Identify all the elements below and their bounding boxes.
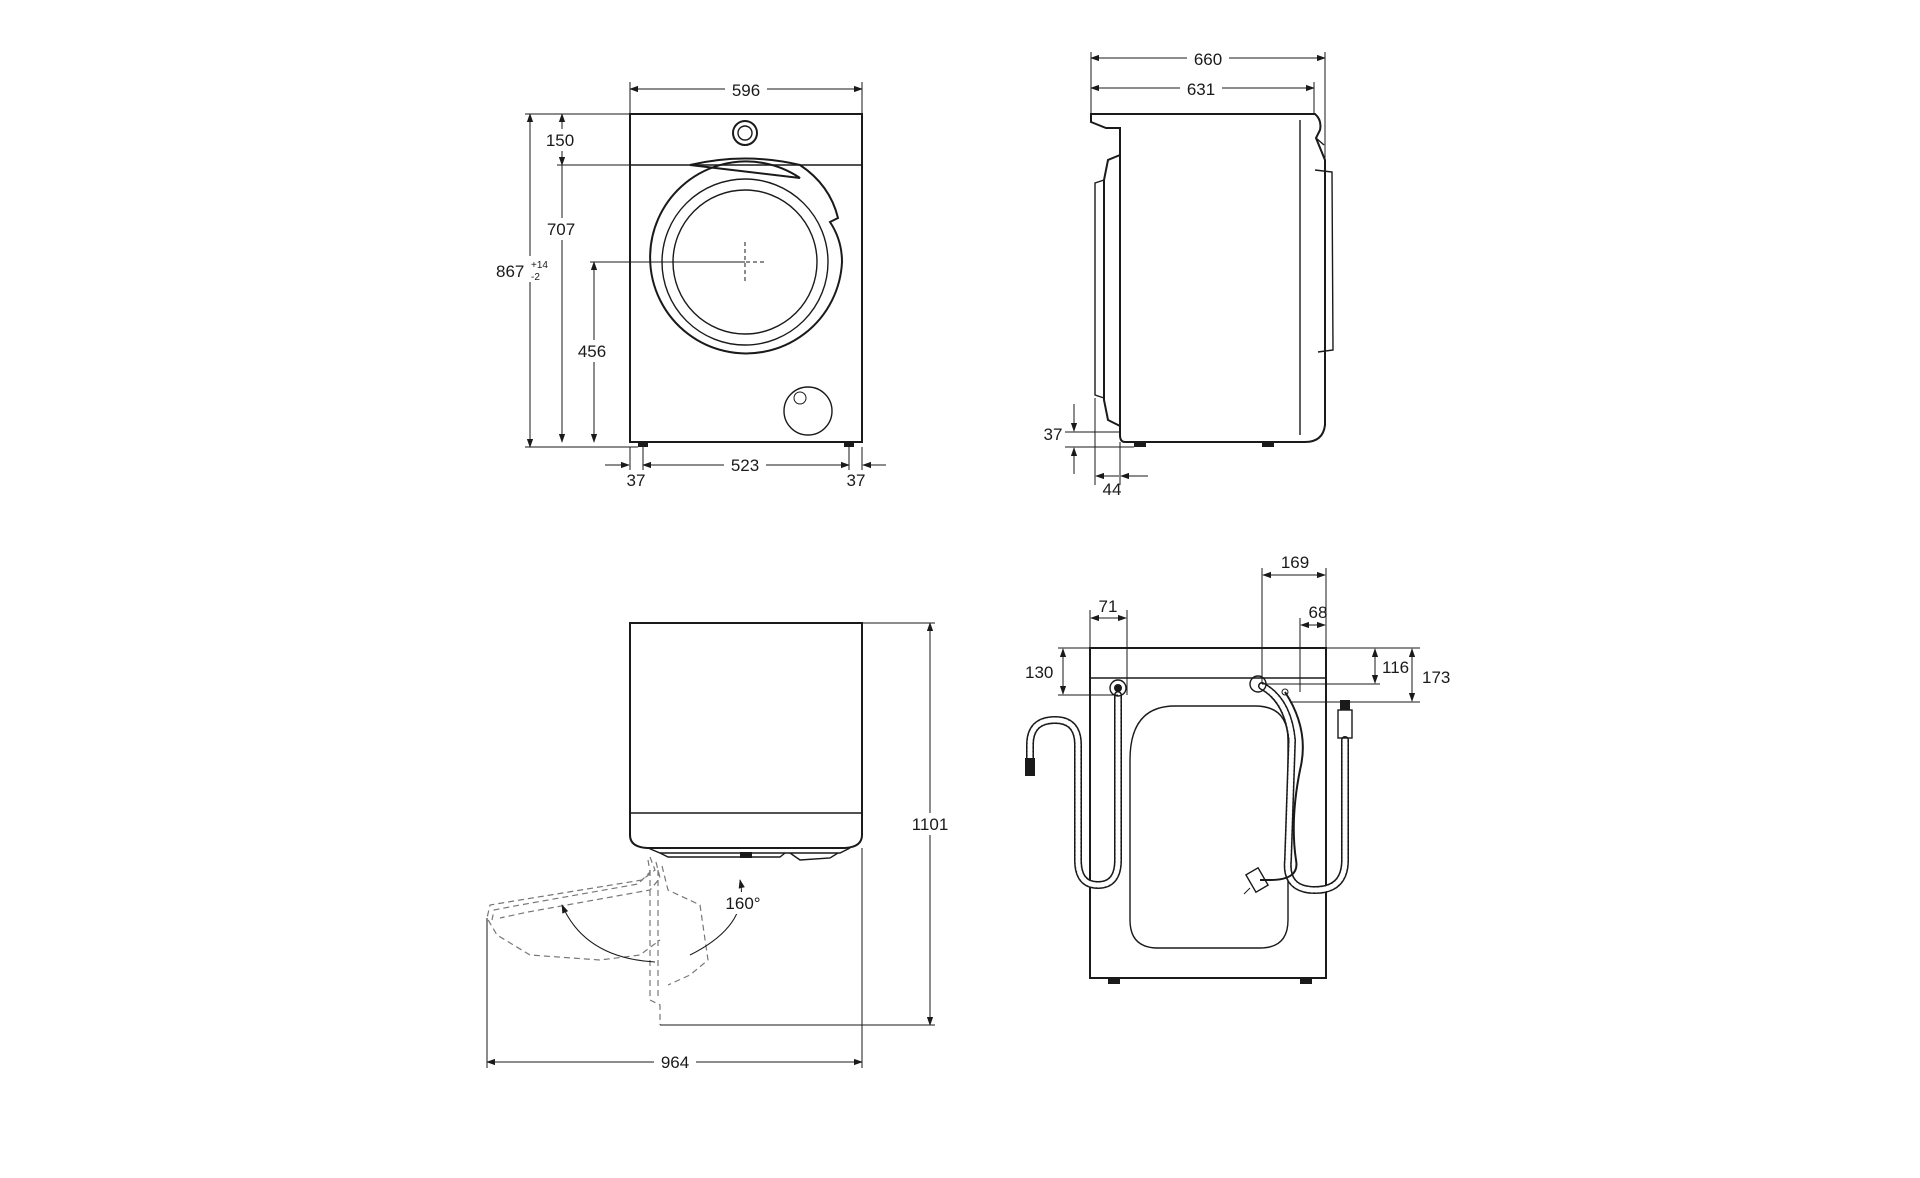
front-foot-offset-left: 37 — [627, 471, 646, 490]
front-width-label: 596 — [732, 81, 760, 100]
rear-inlet-offset-label: 169 — [1281, 553, 1309, 572]
front-door-center-label: 456 — [578, 342, 606, 361]
front-view: 596 867 +14 -2 150 707 456 523 37 — [495, 78, 886, 490]
front-height-label: 867 — [496, 262, 524, 281]
height-with-door-label: 1101 — [912, 815, 949, 834]
front-machine-body — [629, 113, 863, 447]
front-height-tolerance-plus: +14 — [531, 260, 548, 271]
side-depth-body-label: 631 — [1187, 80, 1215, 99]
power-cable — [1243, 688, 1304, 895]
front-top-panel-label: 150 — [546, 131, 574, 150]
total-depth-open-label: 964 — [661, 1053, 689, 1072]
inlet-hose — [1249, 675, 1353, 895]
rear-outlet-depth-label: 130 — [1025, 663, 1053, 682]
front-height-tolerance-minus: -2 — [531, 272, 540, 283]
door-opening-angle-label: 160° — [725, 894, 760, 913]
rear-power-depth-label: 173 — [1422, 668, 1450, 687]
door-open-view: 160° 1101 964 — [486, 622, 955, 1073]
open-door-outline — [486, 856, 709, 1025]
rear-power-offset-label: 68 — [1309, 603, 1328, 622]
side-view: 660 631 37 44 — [1044, 47, 1334, 499]
front-door-top-label: 707 — [547, 220, 575, 239]
rear-view: 71 130 169 68 116 173 — [1025, 553, 1450, 984]
front-feet-span-label: 523 — [731, 456, 759, 475]
rear-inlet-depth-label: 116 — [1382, 658, 1409, 677]
side-machine-body — [1090, 113, 1334, 447]
front-foot-offset-right: 37 — [847, 471, 866, 490]
drain-hose — [1025, 679, 1127, 890]
side-depth-total-label: 660 — [1194, 50, 1222, 69]
side-door-protrusion-label: 44 — [1103, 480, 1122, 499]
rear-outlet-offset-label: 71 — [1099, 597, 1118, 616]
top-machine-body — [629, 622, 863, 861]
side-foot-height-label: 37 — [1044, 425, 1063, 444]
